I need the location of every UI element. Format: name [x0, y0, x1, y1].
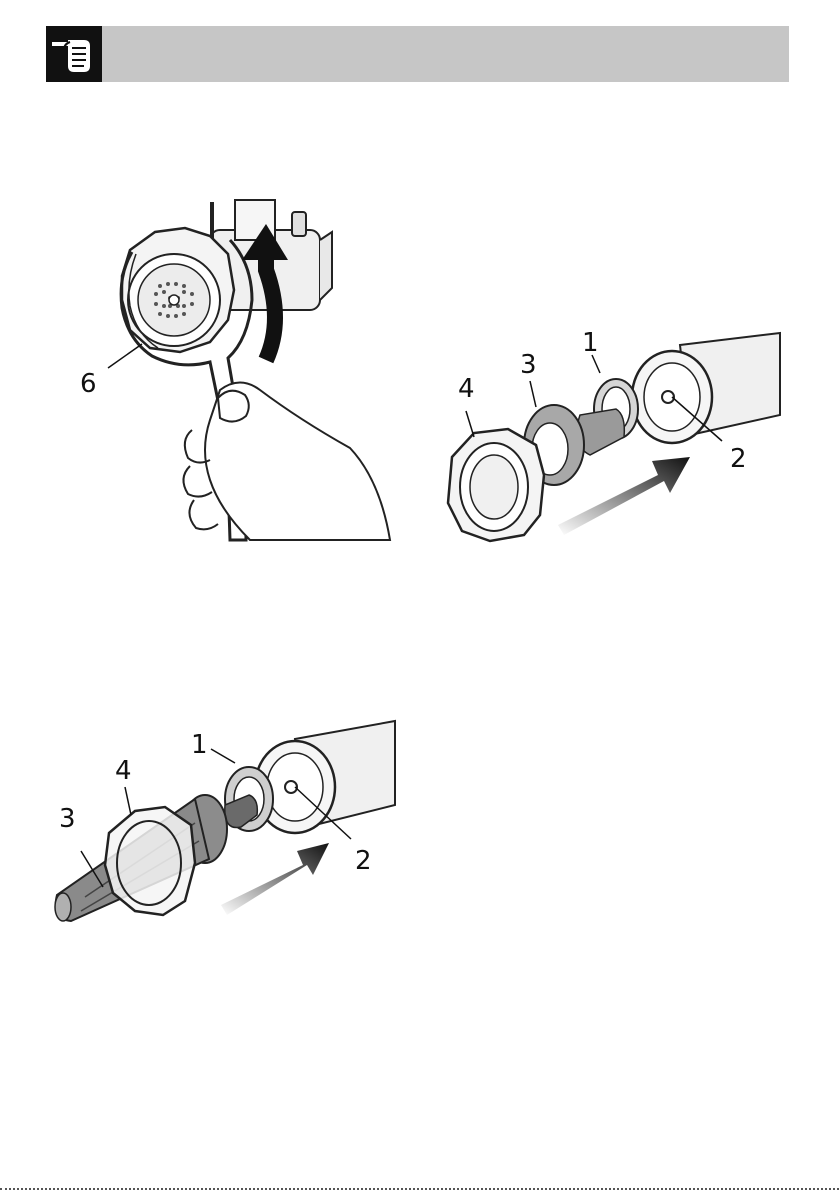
header-icon-box [46, 26, 102, 82]
callout-2: 2 [355, 846, 372, 876]
grinder-body [632, 333, 780, 443]
callout-line-3 [530, 381, 536, 407]
pointing-hand-icon [50, 32, 98, 76]
figure-remove-grinder-disc: 6 [70, 180, 400, 550]
ring-nut [122, 228, 234, 352]
hand [183, 383, 390, 541]
insertion-arrow [221, 843, 329, 915]
callout-line-4 [466, 411, 474, 437]
callout-3: 3 [59, 804, 76, 834]
figure-assemble-sausage-nozzle: 3 4 1 2 [45, 715, 405, 940]
callout-line-1 [211, 749, 235, 763]
callout-1: 1 [582, 328, 599, 358]
callout-3: 3 [520, 350, 537, 380]
callout-6: 6 [80, 369, 97, 399]
callout-1: 1 [191, 730, 208, 760]
callout-line-6 [108, 344, 142, 368]
page-header-bar [46, 26, 789, 82]
callout-2: 2 [730, 444, 747, 474]
page-bottom-rule [0, 1188, 839, 1190]
callout-line-4 [125, 787, 131, 815]
part-4-ring-nut [105, 787, 195, 915]
callout-4: 4 [458, 374, 475, 404]
grinder-body [255, 721, 395, 839]
figure-assemble-sausage-ring: 4 3 1 2 [440, 325, 790, 560]
callout-4: 4 [115, 756, 132, 786]
